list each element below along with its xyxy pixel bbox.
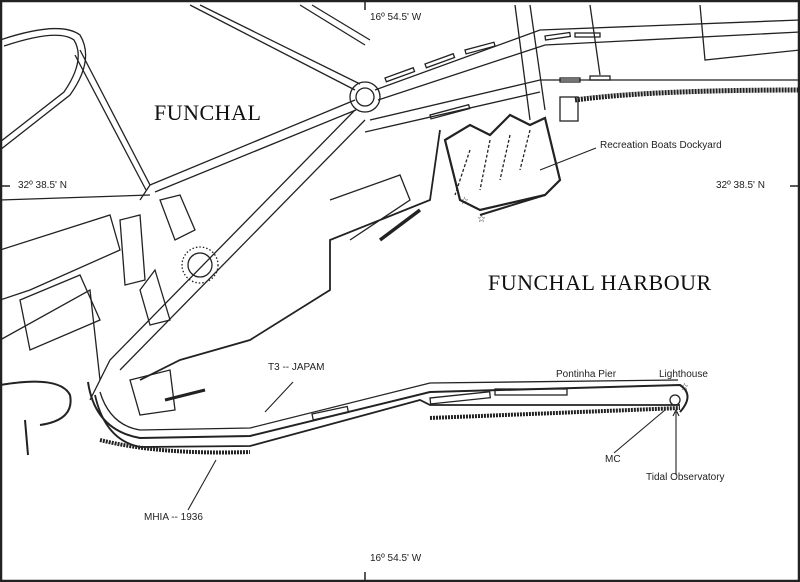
quay bbox=[139, 129, 441, 381]
pontinha-pier bbox=[87, 379, 689, 455]
roundabout bbox=[355, 87, 375, 107]
t3-japam-label: T3 -- JAPAM bbox=[268, 362, 325, 373]
leader-lines bbox=[187, 147, 680, 511]
svg-text:☆: ☆ bbox=[477, 214, 486, 225]
road-medians bbox=[384, 31, 611, 120]
pontinha-pier-label: Pontinha Pier bbox=[556, 369, 617, 380]
svg-text:☆: ☆ bbox=[460, 196, 469, 207]
longitude-bottom: 16º 54.5' W bbox=[370, 553, 422, 564]
dockyard-label: Recreation Boats Dockyard bbox=[600, 140, 722, 151]
lighthouse-label: Lighthouse bbox=[659, 369, 708, 380]
svg-text:☆: ☆ bbox=[680, 382, 689, 393]
marina bbox=[443, 113, 562, 212]
longitude-top: 16º 54.5' W bbox=[370, 12, 422, 23]
mc-label: MC bbox=[605, 454, 621, 465]
harbour-label: FUNCHAL HARBOUR bbox=[488, 270, 712, 295]
mhia-label: MHIA -- 1936 bbox=[144, 512, 203, 523]
tidal-observatory-label: Tidal Observatory bbox=[646, 472, 725, 483]
park bbox=[119, 194, 219, 326]
streets bbox=[0, 4, 800, 401]
latitude-left: 32º 38.5' N bbox=[18, 180, 67, 191]
city-label: FUNCHAL bbox=[154, 100, 262, 125]
latitude-right: 32º 38.5' N bbox=[716, 180, 765, 191]
